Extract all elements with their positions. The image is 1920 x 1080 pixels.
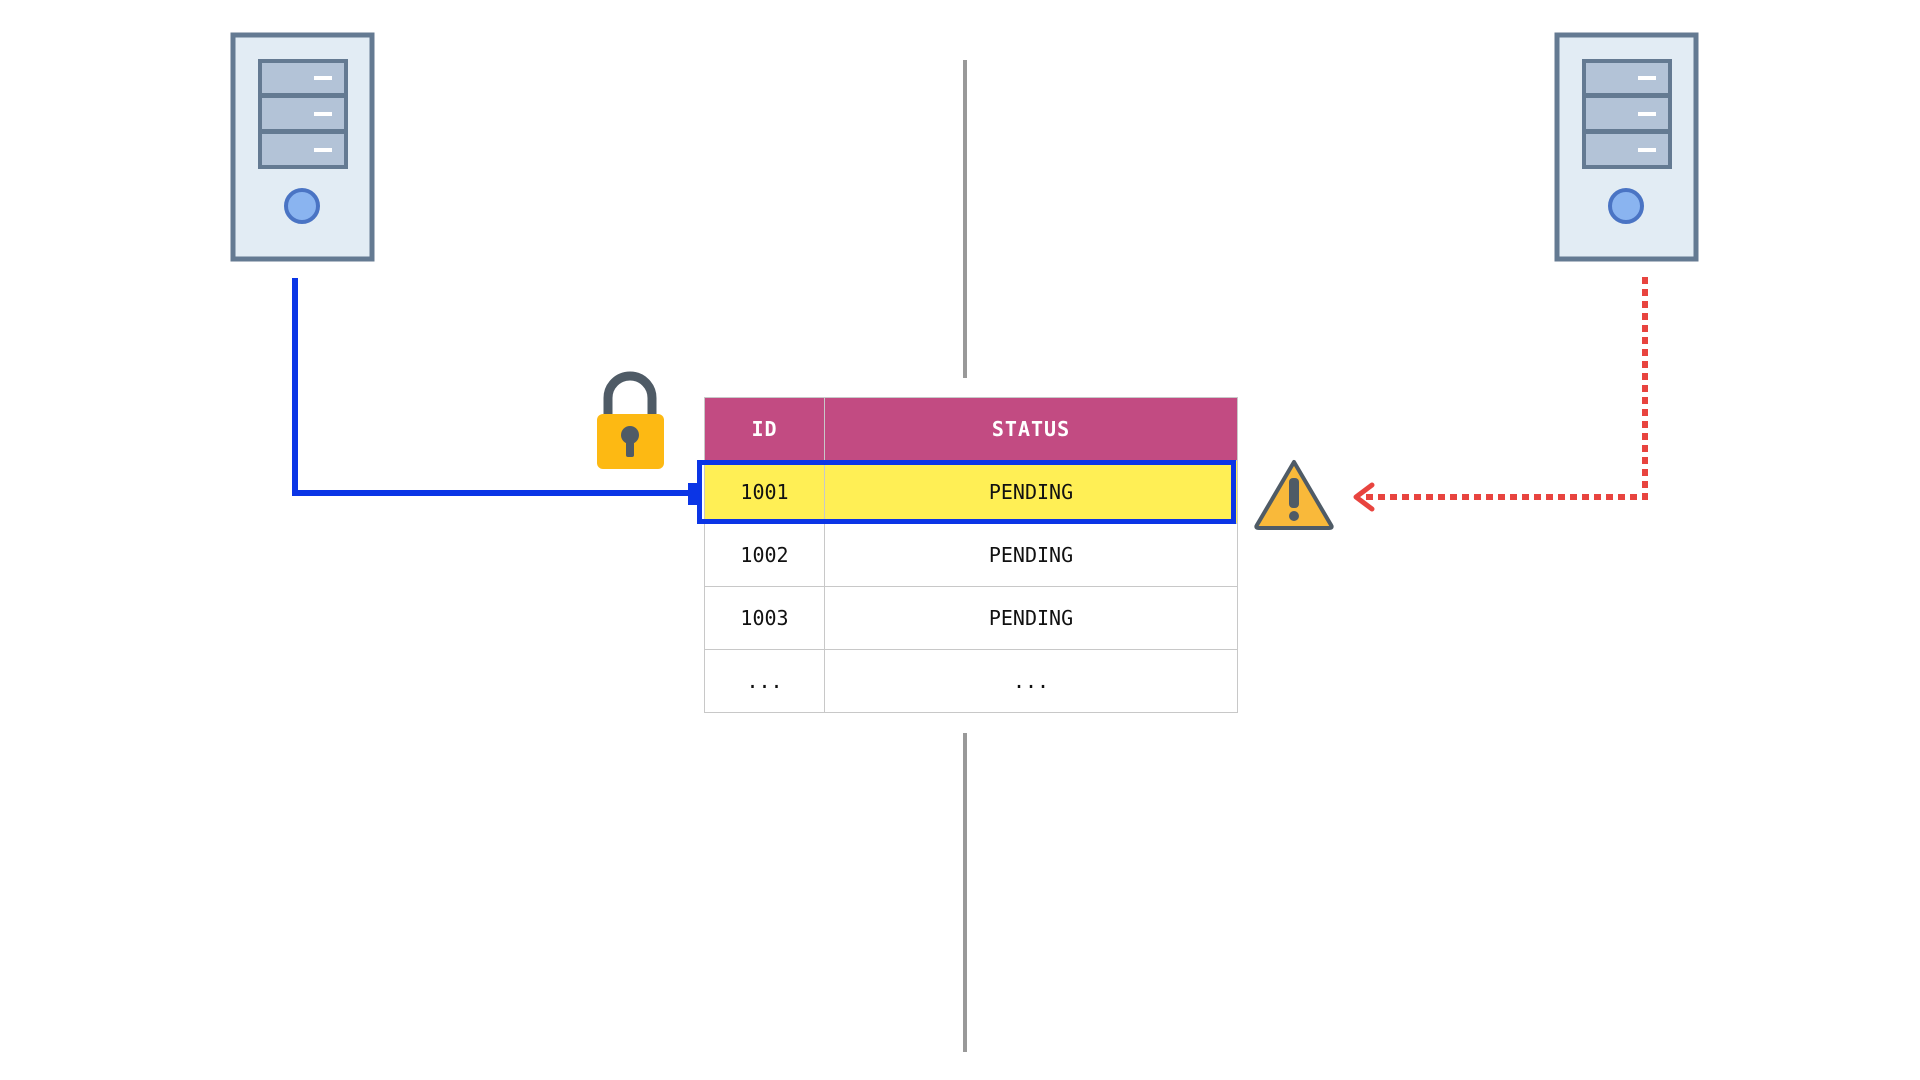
column-header-status: STATUS (824, 397, 1238, 461)
cell-status: PENDING (824, 523, 1238, 587)
table-row-locked: 1001 PENDING (704, 460, 1238, 524)
blocked-request-arrowhead (1353, 482, 1375, 512)
cell-id: 1001 (704, 460, 825, 524)
records-table: ID STATUS 1001 PENDING 1002 PENDING 1003… (704, 397, 1238, 713)
padlock-icon (597, 371, 664, 469)
table-row: ... ... (704, 649, 1238, 713)
column-header-id: ID (704, 397, 825, 461)
cell-id: ... (704, 649, 825, 713)
server-icon (1554, 32, 1699, 262)
warning-icon (1254, 460, 1334, 530)
table-row: 1002 PENDING (704, 523, 1238, 587)
lock-connection-line (292, 278, 695, 496)
cell-status: ... (824, 649, 1238, 713)
cell-status: PENDING (824, 460, 1238, 524)
cell-status: PENDING (824, 586, 1238, 650)
lock-connection-cap (688, 483, 700, 505)
cell-id: 1003 (704, 586, 825, 650)
server-icon (230, 32, 375, 262)
table-row: 1003 PENDING (704, 586, 1238, 650)
table-header-row: ID STATUS (704, 397, 1238, 461)
cell-id: 1002 (704, 523, 825, 587)
blocked-request-line (1362, 277, 1648, 500)
